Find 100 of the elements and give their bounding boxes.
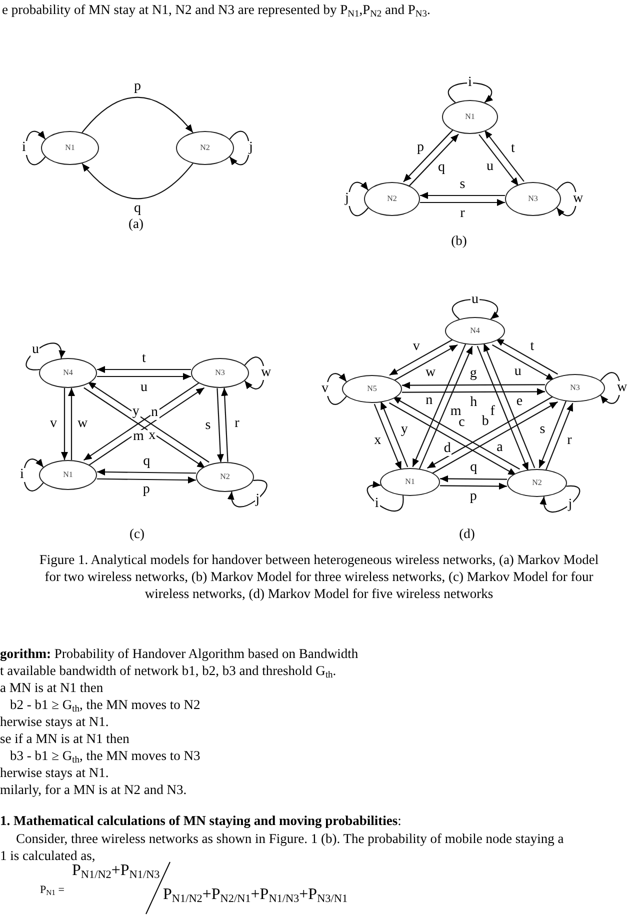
edge-label: v	[320, 382, 330, 396]
arrow	[389, 338, 454, 376]
arrow	[545, 402, 574, 471]
arrow	[402, 382, 545, 389]
arrow	[23, 458, 44, 492]
state-label: N3	[528, 195, 538, 203]
state-label: N5	[367, 385, 377, 393]
edge-label: g	[468, 367, 478, 381]
text-line: b3 - b1 ≥ G$_{th}$, the MN moves to N3	[10, 748, 200, 764]
state-ellipse	[442, 100, 498, 134]
text-line: herwise stays at N1.	[0, 765, 109, 781]
arrow	[221, 388, 228, 462]
state-label: N3	[215, 369, 225, 377]
arrow	[538, 400, 567, 468]
figure-caption: Figure 1. Analytical models for handover between heterogeneous wireless networks, (a) Markov Model for two wireless networks, (b) Markov Model for three wireless networks, (c) Markov Model for four wireless networks, (d) Markov Model for five wireless networks	[38, 552, 600, 603]
text-line: e probability of MN stay at N1, N2 and N3 are represented by P$_{N1}$,P$_{N2}$ and P$_{N3}$.	[2, 2, 430, 18]
arrow	[600, 372, 621, 404]
arrow	[440, 475, 508, 482]
arrow	[348, 182, 369, 216]
arrow	[392, 344, 458, 382]
text-line: se if a MN is at N1 then	[0, 731, 130, 747]
state-ellipse	[41, 131, 99, 165]
text-line: 1 is calculated as,	[0, 848, 96, 864]
edge-label: j	[248, 141, 254, 155]
state-ellipse	[176, 131, 234, 165]
arrow	[495, 338, 558, 375]
arrow	[61, 388, 68, 460]
arrow	[430, 401, 558, 475]
edge-label: d	[442, 442, 452, 456]
state-label: N2	[200, 144, 210, 152]
text-line: 1. Mathematical calculations of MN staying and moving probabilities:	[0, 813, 402, 829]
arrow	[82, 96, 194, 133]
edge-label: j	[567, 498, 574, 512]
arrow	[448, 82, 493, 103]
state-ellipse	[505, 182, 561, 216]
state-label: N2	[387, 195, 397, 203]
edge-label: i	[21, 141, 27, 155]
arrow	[97, 373, 191, 380]
state-ellipse	[39, 358, 97, 388]
state-ellipse	[364, 182, 420, 216]
state-ellipse	[196, 462, 254, 492]
state-ellipse	[445, 317, 505, 345]
arrow	[483, 343, 536, 468]
arrow	[492, 344, 555, 381]
state-ellipse	[39, 460, 97, 490]
formula-text: P$_{N1/N2}$+P$_{N2/N1}$+P$_{N1/N3}$+P$_{N3/N1}$	[163, 886, 348, 904]
edge-label: i	[19, 468, 25, 482]
text-line: (b)	[451, 233, 467, 249]
state-label: N4	[63, 369, 73, 377]
arrow	[96, 476, 196, 484]
text-line: herwise stays at N1.	[0, 714, 109, 730]
arrow	[452, 298, 499, 320]
arrow	[82, 163, 194, 200]
text-line: Consider, three wireless networks as shown in Figure. 1 (b). The probability of mobile node staying a	[16, 831, 564, 847]
arrow	[68, 388, 75, 460]
arrow	[540, 486, 580, 512]
edge-label: p	[416, 141, 425, 155]
text-line: (d)	[459, 526, 475, 542]
text-line: gorithm: Probability of Handover Algorithm based on Bandwidth	[0, 646, 358, 662]
state-label: N4	[470, 327, 480, 335]
formula-text: P$_{N1/N2}$+P$_{N1/N3}$	[72, 862, 160, 880]
arrow	[326, 373, 347, 405]
arrow	[427, 395, 555, 469]
edge-label: w	[260, 366, 272, 380]
text-line: (a)	[128, 216, 144, 232]
arrow	[25, 130, 46, 166]
state-ellipse	[380, 468, 440, 496]
arrow	[420, 199, 505, 206]
text-line: b2 - b1 ≥ G$_{th}$, the MN moves to N2	[10, 697, 200, 713]
arrow	[97, 468, 196, 476]
state-ellipse	[507, 469, 567, 497]
arrow	[478, 134, 519, 186]
state-label: N1	[63, 471, 73, 479]
arrow	[476, 346, 529, 471]
state-ellipse	[191, 358, 249, 388]
arrow	[418, 346, 473, 470]
edge-label: w	[616, 381, 628, 395]
arrow	[556, 182, 577, 216]
arrow	[228, 480, 268, 508]
edge-label: j	[344, 192, 350, 206]
state-label: N2	[532, 479, 542, 487]
arrow	[380, 401, 408, 468]
arrow	[216, 388, 224, 462]
state-label: N1	[465, 113, 475, 121]
arrow	[440, 482, 507, 490]
state-label: N1	[65, 144, 75, 152]
arrow	[392, 396, 520, 470]
text-line: a MN is at N1 then	[0, 680, 104, 696]
state-label: N3	[570, 384, 580, 392]
arrow	[412, 343, 466, 468]
edge-label: p	[142, 483, 151, 498]
edge-label: q	[469, 461, 478, 475]
arrow	[366, 482, 404, 512]
arrow	[97, 366, 191, 373]
arrow	[229, 130, 250, 166]
text-line: (c)	[130, 526, 144, 542]
edge-label: p	[133, 80, 142, 94]
state-ellipse	[342, 375, 402, 403]
arrow	[402, 388, 546, 396]
formula-text: P$_{N1}$ =	[40, 884, 64, 897]
